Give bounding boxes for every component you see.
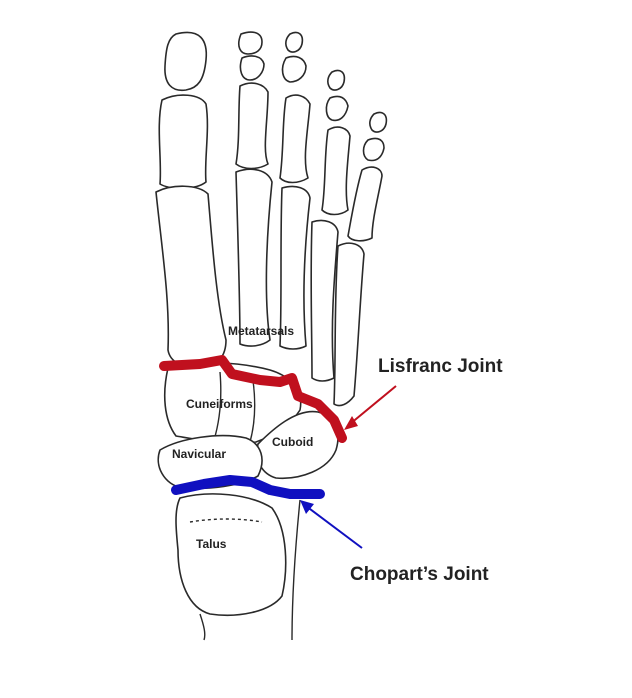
label-metatarsals: Metatarsals [228, 324, 294, 338]
label-cuboid: Cuboid [272, 435, 313, 449]
toe5-proximal [348, 167, 382, 241]
metatarsal-1 [156, 186, 226, 368]
calcaneus-outline [292, 500, 300, 640]
toe3-distal [286, 32, 303, 52]
chopart-arrow [300, 500, 362, 548]
big-toe-distal-phalanx [165, 32, 206, 90]
toe2-proximal [236, 83, 268, 168]
heel-outline [200, 614, 205, 640]
chopart-joint-line [176, 480, 320, 494]
label-talus: Talus [196, 537, 227, 551]
toe3-middle [283, 56, 306, 82]
toe4-distal [328, 70, 345, 90]
talus-bone [176, 494, 286, 615]
metatarsal-2 [236, 169, 272, 346]
chopart-joint-label: Chopart’s Joint [350, 564, 489, 585]
toe3-proximal [280, 95, 310, 182]
toe2-distal [239, 32, 262, 54]
lisfranc-joint-label: Lisfranc Joint [378, 356, 503, 377]
toe4-proximal [322, 127, 350, 214]
label-navicular: Navicular [172, 447, 226, 461]
toe2-middle [240, 56, 264, 80]
big-toe-proximal-phalanx [159, 95, 207, 188]
toe4-middle [326, 96, 348, 120]
label-cuneiforms: Cuneiforms [186, 397, 253, 411]
metatarsal-5 [334, 243, 364, 405]
toe5-middle [364, 138, 385, 160]
metatarsal-4 [311, 220, 338, 381]
toe5-distal [370, 112, 387, 132]
